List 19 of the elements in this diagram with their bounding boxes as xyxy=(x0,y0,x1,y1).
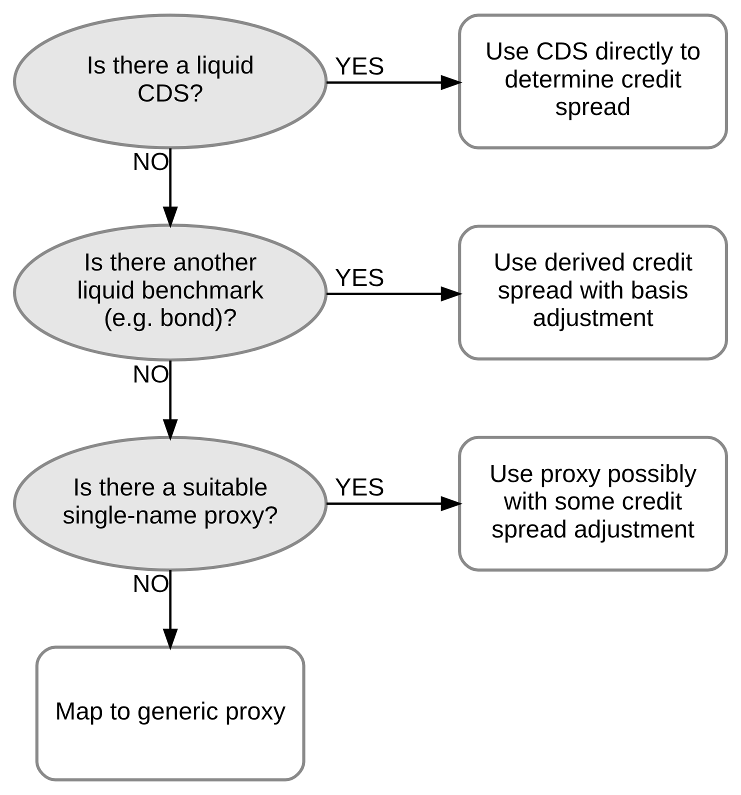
node-box: Use proxy possibly with some credit spread adjustment xyxy=(458,436,728,572)
arrow xyxy=(162,148,178,228)
edge-label: NO xyxy=(132,149,170,176)
arrow xyxy=(162,360,178,441)
edge-label: NO xyxy=(132,570,170,598)
node-ellipse: Is there another liquid benchmark (e.g. bond)? xyxy=(13,224,328,362)
arrow xyxy=(162,570,178,650)
edge-label: YES xyxy=(334,264,384,292)
node-box: Use derived credit spread with basis adjustment xyxy=(458,224,728,360)
edge-label: YES xyxy=(334,474,384,502)
edge-label: NO xyxy=(132,361,170,388)
edge-label: YES xyxy=(334,54,384,81)
arrow xyxy=(326,74,462,90)
node-ellipse: Is there a liquid CDS? xyxy=(13,14,328,150)
arrow xyxy=(326,496,462,512)
node-ellipse: Is there a suitable single-name proxy? xyxy=(13,436,328,572)
node-box: Use CDS directly to determine credit spread xyxy=(458,14,728,150)
arrow xyxy=(326,286,462,302)
node-box: Map to generic proxy xyxy=(35,646,306,782)
